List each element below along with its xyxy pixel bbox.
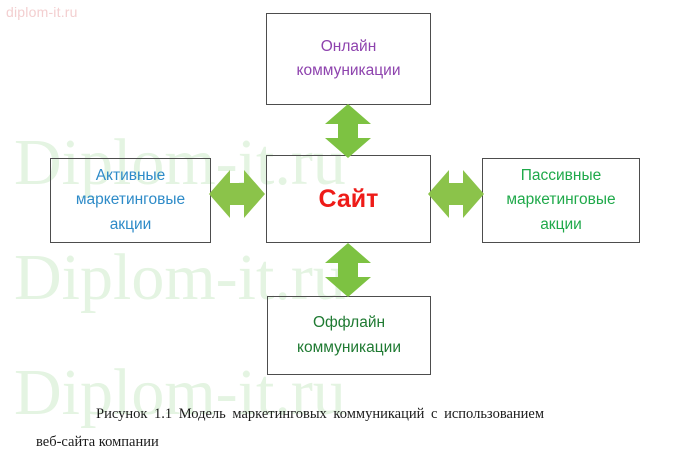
node-active-line3: акции (109, 215, 152, 233)
node-active-marketing-actions: Активные маркетинговые акции (50, 158, 211, 243)
double-arrow-vertical-top-icon (324, 104, 372, 158)
node-website: Сайт (266, 155, 431, 243)
figure-caption: Рисунок 1.1 Модель маркетинговых коммуни… (36, 400, 660, 457)
double-arrow-horizontal-right-icon (428, 169, 484, 219)
node-website-label: Сайт (318, 184, 379, 213)
node-online-communications: Онлайн коммуникации (266, 13, 431, 105)
double-arrow-vertical-bottom-icon (324, 243, 372, 297)
double-arrow-horizontal-left-icon (209, 169, 265, 219)
figure-caption-line2: веб-сайта компании (36, 434, 159, 451)
node-passive-marketing-actions: Пассивные маркетинговые акции (482, 158, 640, 243)
node-offline-line1: Оффлайн (312, 314, 386, 332)
node-offline-line2: коммуникации (297, 338, 401, 356)
node-online-line2: коммуникации (296, 62, 401, 79)
node-passive-line2: маркетинговые (506, 191, 616, 209)
node-active-line2: маркетинговые (75, 191, 186, 209)
node-active-line1: Активные (95, 167, 166, 185)
node-offline-communications: Оффлайн коммуникации (267, 296, 431, 375)
node-passive-line3: акции (540, 215, 582, 233)
site-watermark-label: diplom-it.ru (6, 4, 78, 20)
node-passive-line1: Пассивные (520, 167, 602, 185)
figure-caption-line1: Рисунок 1.1 Модель маркетинговых коммуни… (96, 406, 545, 422)
node-online-line1: Онлайн (320, 37, 377, 55)
